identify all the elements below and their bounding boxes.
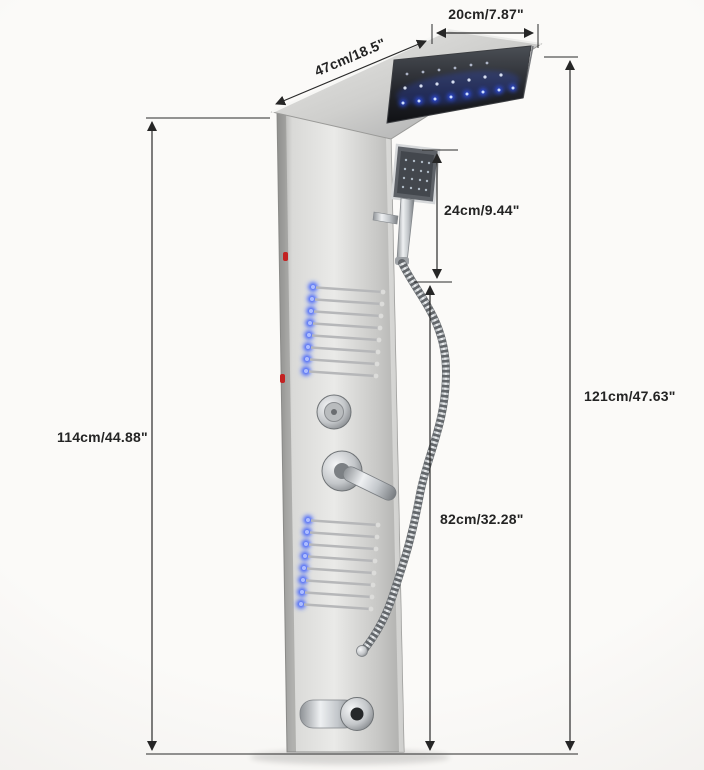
dimension-label-panel-height: 114cm/44.88" [57, 429, 148, 445]
handheld-shower [390, 143, 441, 265]
hand-shower-handle [396, 197, 415, 263]
hand-shower-holder [372, 211, 399, 225]
dimension-lines [146, 24, 578, 755]
dimension-label-lower-section: 82cm/32.28" [440, 511, 524, 527]
dimension-label-hand-shower-section: 24cm/9.44" [444, 202, 520, 218]
shower-panel-body [276, 111, 405, 753]
shower-hose [356, 259, 451, 657]
indicator-light-upper [283, 252, 288, 261]
dimension-arrow-head-depth [275, 39, 427, 106]
tub-spout [299, 697, 374, 731]
floor-shadow [250, 749, 450, 765]
mixer-handle [321, 450, 397, 501]
dimension-label-total-height: 121cm/47.63" [584, 388, 676, 404]
diverter-knob [316, 394, 352, 430]
indicator-light-lower [280, 374, 285, 383]
dimension-label-head-width: 20cm/7.87" [448, 6, 524, 22]
hand-shower-nozzles [401, 158, 431, 192]
